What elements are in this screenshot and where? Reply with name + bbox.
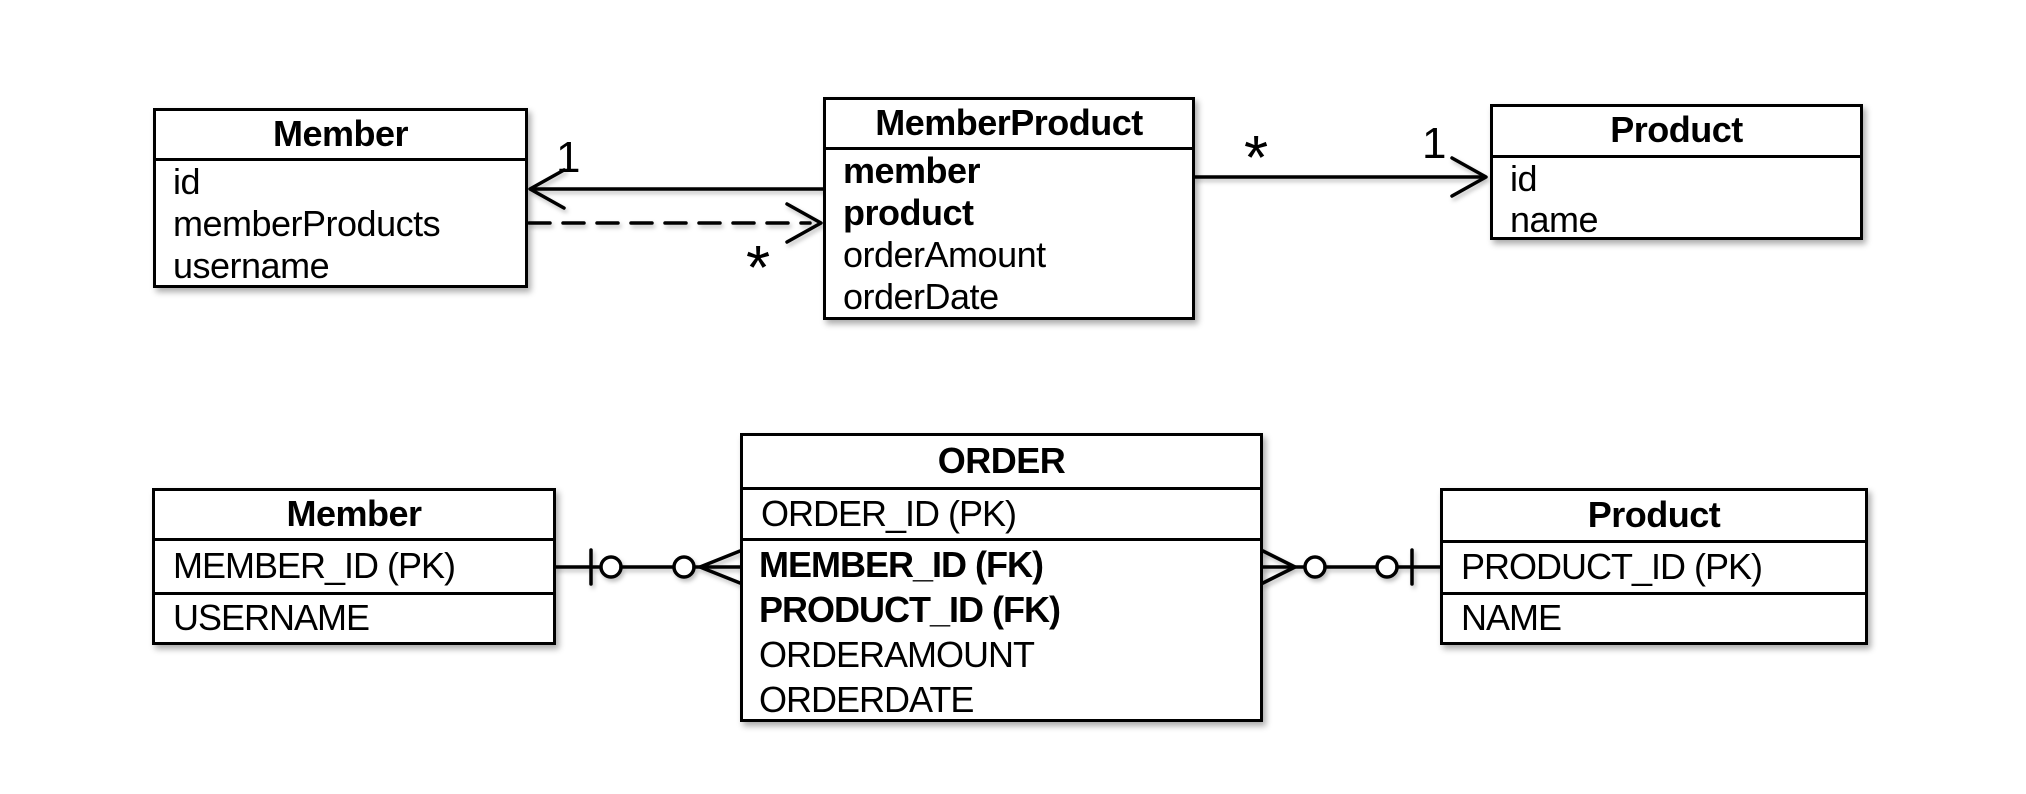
er-table-order: ORDER ORDER_ID (PK) MEMBER_ID (FK) PRODU…	[740, 433, 1263, 722]
uml-association-to-member	[528, 168, 825, 210]
er-table-product-title: Product	[1443, 491, 1865, 543]
multiplicity-label-many: *	[746, 234, 771, 303]
uml-attribute-name: name	[1510, 199, 1599, 240]
uml-class-member-title: Member	[156, 111, 525, 161]
er-column-product-id-fk: PRODUCT_ID (FK)	[759, 589, 1061, 630]
er-table-product: Product PRODUCT_ID (PK) NAME	[1440, 488, 1868, 645]
uml-attribute-orderamount: orderAmount	[843, 234, 1046, 275]
uml-class-member: Member id memberProducts username	[153, 108, 528, 288]
uml-class-memberproduct-title: MemberProduct	[826, 100, 1192, 150]
uml-dashed-dependency-to-memberproduct	[527, 202, 823, 244]
uml-class-memberproduct: MemberProduct member product orderAmount…	[823, 97, 1195, 320]
uml-class-product: Product id name	[1490, 104, 1863, 240]
optional-circle	[1303, 555, 1327, 579]
multiplicity-label-one: 1	[1422, 119, 1447, 168]
uml-attribute-orderdate: orderDate	[843, 276, 999, 317]
er-connector-member-order	[554, 548, 742, 586]
crows-foot	[698, 549, 742, 585]
er-column-member-id: MEMBER_ID (PK)	[155, 541, 553, 595]
er-table-order-columns: MEMBER_ID (FK) PRODUCT_ID (FK) ORDERAMOU…	[743, 541, 1260, 722]
er-table-member: Member MEMBER_ID (PK) USERNAME	[152, 488, 556, 645]
er-column-product-id: PRODUCT_ID (PK)	[1443, 543, 1865, 595]
multiplicity-label-one: 1	[556, 133, 581, 182]
er-column-member-id-fk: MEMBER_ID (FK)	[759, 544, 1044, 585]
optional-circle	[1375, 555, 1399, 579]
uml-attribute-member: member	[843, 150, 981, 191]
er-column-username: USERNAME	[173, 597, 370, 638]
er-column-orderamount: ORDERAMOUNT	[759, 634, 1035, 675]
optional-circle	[599, 555, 623, 579]
er-table-order-title: ORDER	[743, 436, 1260, 490]
uml-attribute-product: product	[843, 192, 974, 233]
uml-class-member-attributes: id memberProducts username	[156, 161, 525, 287]
er-column-name: NAME	[1461, 597, 1562, 638]
er-column-orderdate: ORDERDATE	[759, 679, 974, 720]
uml-class-product-title: Product	[1493, 107, 1860, 158]
er-table-member-title: Member	[155, 491, 553, 541]
er-connector-order-product	[1261, 548, 1442, 586]
optional-circle	[672, 555, 696, 579]
uml-class-memberproduct-attributes: member product orderAmount orderDate	[826, 150, 1192, 318]
er-column-order-id: ORDER_ID (PK)	[743, 490, 1260, 541]
uml-association-to-product	[1193, 156, 1488, 198]
uml-attribute-memberproducts: memberProducts	[173, 203, 441, 244]
uml-attribute-id: id	[1510, 158, 1538, 199]
multiplicity-label-many: *	[1244, 124, 1269, 193]
uml-attribute-id: id	[173, 161, 201, 202]
uml-class-product-attributes: id name	[1493, 158, 1860, 240]
uml-attribute-username: username	[173, 245, 330, 286]
